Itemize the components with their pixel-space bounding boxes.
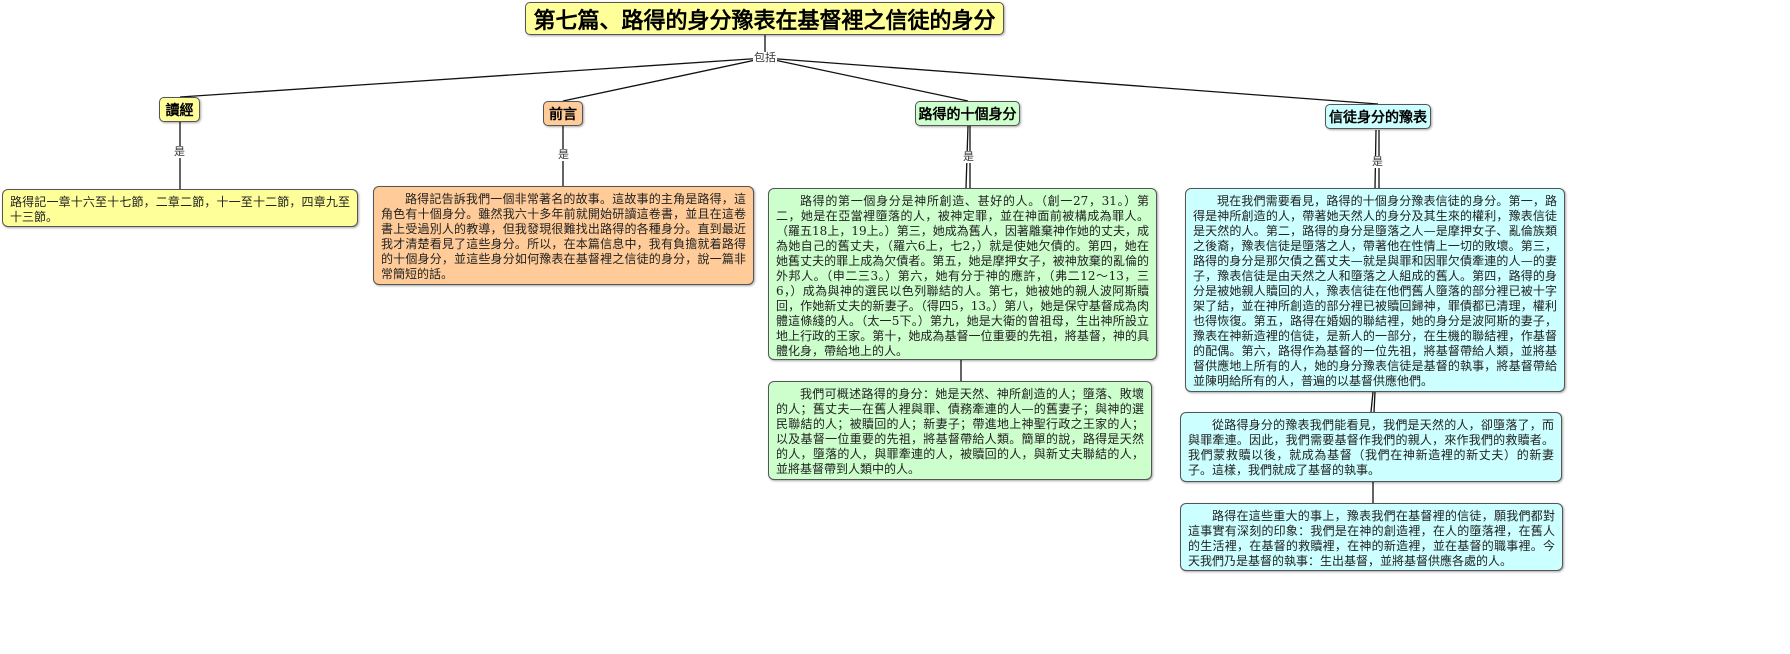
branch-believer-type-label: 信徒身分的豫表 bbox=[1329, 109, 1427, 126]
note-ten-identities-1-text: 路得的第一個身分是神所創造、甚好的人。（創一27，31。）第二，她是在亞當裡墮落… bbox=[776, 194, 1149, 358]
connector-branch-4 bbox=[764, 57, 1379, 105]
note-ten-identities-1[interactable]: 路得的第一個身分是神所創造、甚好的人。（創一27，31。）第二，她是在亞當裡墮落… bbox=[768, 188, 1157, 360]
root-title: 第七篇、路得的身分豫表在基督裡之信徒的身分 bbox=[533, 7, 996, 34]
note-preface[interactable]: 路得記告訴我們一個非常著名的故事。這故事的主角是路得，這角色有十個身分。雖然我六… bbox=[373, 186, 754, 285]
branch-preface[interactable]: 前言 bbox=[543, 101, 583, 126]
branch-reading-label: 讀經 bbox=[165, 102, 194, 119]
note-believer-type-2[interactable]: 從路得身分的豫表我們能看見，我們是天然的人，卻墮落了，而與罪牽連。因此，我們需要… bbox=[1180, 412, 1562, 482]
branch-link-label-3: 是 bbox=[962, 150, 975, 163]
note-reading-text: 路得記一章十六至十七節，二章二節，十一至十二節，四章九至十三節。 bbox=[10, 195, 350, 224]
root-topic[interactable]: 第七篇、路得的身分豫表在基督裡之信徒的身分 bbox=[525, 2, 1004, 35]
branch-believer-type[interactable]: 信徒身分的豫表 bbox=[1325, 104, 1431, 129]
connector-note-4d bbox=[1373, 391, 1376, 413]
branch-link-label-1: 是 bbox=[173, 145, 186, 158]
branch-reading[interactable]: 讀經 bbox=[159, 97, 200, 122]
note-believer-type-3-text: 路得在這些重大的事上，豫表我們在基督裡的信徒，願我們都對這事實有深刻的印象：我們… bbox=[1188, 509, 1555, 568]
connector-branch-1 bbox=[179, 57, 766, 98]
note-preface-text: 路得記告訴我們一個非常著名的故事。這故事的主角是路得，這角色有十個身分。雖然我六… bbox=[381, 192, 746, 281]
branch-ten-identities-label: 路得的十個身分 bbox=[918, 106, 1017, 123]
connector-branch-2 bbox=[562, 57, 766, 102]
note-believer-type-2-text: 從路得身分的豫表我們能看見，我們是天然的人，卻墮落了，而與罪牽連。因此，我們需要… bbox=[1188, 418, 1554, 477]
connector-note-4c bbox=[1370, 391, 1374, 413]
root-link-label: 包括 bbox=[753, 51, 777, 64]
note-believer-type-1[interactable]: 現在我們需要看見，路得的十個身分豫表信徒的身分。第一，路得是神所創造的人，帶著她… bbox=[1185, 188, 1565, 392]
note-ten-identities-2-text: 我們可概述路得的身分：她是天然、神所創造的人；墮落、敗壞的人；舊丈夫—在舊人裡與… bbox=[776, 387, 1144, 476]
branch-ten-identities[interactable]: 路得的十個身分 bbox=[915, 101, 1020, 126]
note-believer-type-1-text: 現在我們需要看見，路得的十個身分豫表信徒的身分。第一，路得是神所創造的人，帶著她… bbox=[1193, 194, 1557, 388]
branch-link-label-2: 是 bbox=[557, 148, 570, 161]
note-ten-identities-2[interactable]: 我們可概述路得的身分：她是天然、神所創造的人；墮落、敗壞的人；舊丈夫—在舊人裡與… bbox=[768, 381, 1152, 480]
branch-preface-label: 前言 bbox=[549, 106, 577, 123]
branch-link-label-4: 是 bbox=[1371, 155, 1384, 168]
note-reading[interactable]: 路得記一章十六至十七節，二章二節，十一至十二節，四章九至十三節。 bbox=[2, 189, 358, 227]
connector-branch-3 bbox=[764, 57, 969, 102]
note-believer-type-3[interactable]: 路得在這些重大的事上，豫表我們在基督裡的信徒，願我們都對這事實有深刻的印象：我們… bbox=[1180, 503, 1563, 571]
